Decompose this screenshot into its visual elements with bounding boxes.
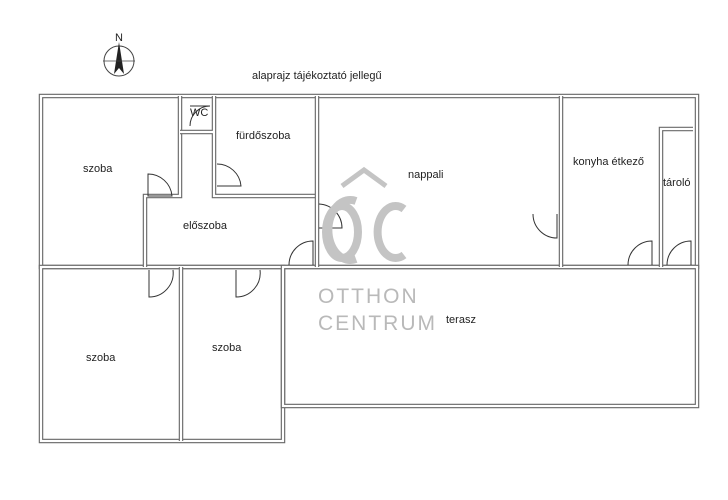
room-label-szoba-bottom-mid: szoba <box>212 342 242 354</box>
room-label-terasz: terasz <box>446 314 476 326</box>
door-swings <box>147 105 692 298</box>
watermark-line1: OTTHON <box>318 285 419 308</box>
oc-logo-icon <box>322 166 407 264</box>
room-label-tarolo: tároló <box>663 177 691 189</box>
otthon-centrum-watermark: OTTHON CENTRUM <box>318 166 437 335</box>
plan-caption: alaprajz tájékoztató jellegű <box>252 70 382 82</box>
room-label-furdoszoba: fürdőszoba <box>236 130 291 142</box>
compass-letter: N <box>115 32 123 44</box>
room-label-szoba-bottom-left: szoba <box>86 352 116 364</box>
watermark-line2: CENTRUM <box>318 312 437 335</box>
north-arrow-icon: N <box>103 32 135 77</box>
room-label-konyha: konyha étkező <box>573 156 644 168</box>
room-label-wc: WC <box>190 107 208 119</box>
walls <box>38 93 700 444</box>
room-label-eloszoba: előszoba <box>183 220 228 232</box>
room-label-nappali: nappali <box>408 169 443 181</box>
room-label-szoba-top-left: szoba <box>83 163 113 175</box>
